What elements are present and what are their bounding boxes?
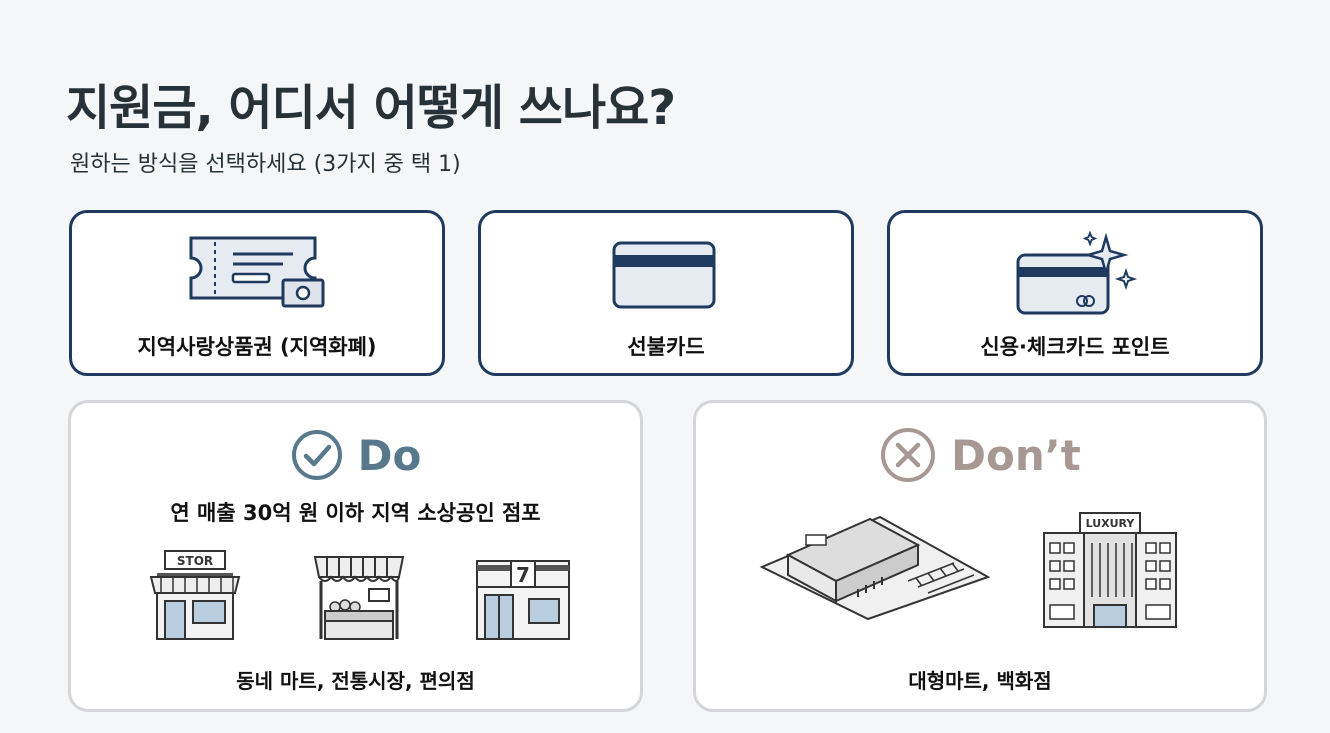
method-card-prepaid[interactable]: 선불카드 — [478, 210, 854, 376]
method-label: 지역사랑상품권 (지역화폐) — [137, 335, 377, 359]
do-heading-text: Do — [357, 430, 422, 480]
method-card-local-voucher[interactable]: 지역사랑상품권 (지역화폐) — [69, 210, 445, 376]
method-card-credit-points[interactable]: 신용·체크카드 포인트 — [887, 210, 1263, 376]
x-circle-icon — [881, 428, 936, 482]
method-label: 선불카드 — [627, 335, 705, 359]
page-subtitle: 원하는 방식을 선택하세요 (3가지 중 택 1) — [70, 152, 461, 177]
prepaid-card-icon — [612, 241, 716, 309]
dont-panel: Don’t LUXURY — [693, 400, 1267, 712]
store-sign-text: STOR — [177, 554, 213, 568]
voucher-icon — [189, 236, 325, 308]
dept-sign-text: LUXURY — [1086, 517, 1136, 530]
do-places: 동네 마트, 전통시장, 편의점 — [236, 669, 475, 693]
do-criterion: 연 매출 30억 원 이하 지역 소상공인 점포 — [170, 501, 541, 525]
dont-places: 대형마트, 백화점 — [908, 669, 1052, 693]
conv-sign-text: 7 — [516, 563, 530, 587]
check-circle-icon — [291, 430, 342, 480]
hypermarket-icon — [759, 515, 990, 621]
dont-heading-text: Don’t — [951, 430, 1081, 480]
do-panel: Do 연 매출 30억 원 이하 지역 소상공인 점포 STOR — [68, 400, 643, 712]
department-store-icon: LUXURY — [1043, 512, 1177, 628]
method-label: 신용·체크카드 포인트 — [980, 335, 1170, 359]
do-heading: Do — [71, 425, 640, 485]
small-store-icon: STOR — [149, 550, 241, 640]
page-title: 지원금, 어디서 어떻게 쓰나요? — [66, 80, 676, 136]
market-stall-icon — [313, 556, 405, 640]
convenience-store-icon: 7 — [476, 560, 570, 640]
dont-heading: Don’t — [696, 425, 1264, 485]
credit-card-sparkle-icon — [1016, 231, 1138, 315]
